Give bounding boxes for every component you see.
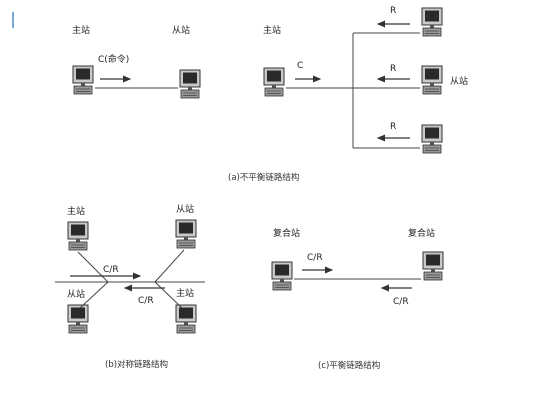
bottom-right-panel: 复合站 复合站 C/R C/R: [271, 227, 444, 307]
computer-icon-top-right: [175, 219, 197, 249]
slave-station-label: 从站: [172, 24, 190, 36]
slave-computer-icon: [421, 124, 443, 154]
slave-computer-icon: [421, 7, 443, 37]
slave-computer-icon: [179, 69, 201, 99]
lower-cr-label: C/R: [393, 297, 409, 307]
caption-c: (c)平衡链路结构: [318, 360, 380, 371]
response-label-3: R: [390, 122, 396, 132]
computer-icon-bottom-right: [175, 304, 197, 334]
combined-station-label-left: 复合站: [273, 227, 300, 239]
slave-computer-icon: [421, 65, 443, 95]
master-station-label: 主站: [263, 24, 281, 36]
command-label: C(命令): [98, 53, 129, 65]
branch-bottom-right: [154, 281, 183, 309]
bottom-left-panel: 主站 从站 从站 主站 C/R C/R: [55, 203, 205, 334]
command-label: C: [297, 61, 303, 71]
response-label-2: R: [390, 64, 396, 74]
computer-icon-bottom-left: [67, 304, 89, 334]
upper-cr-label: C/R: [307, 253, 323, 263]
top-left-panel: 主站 从站 C(命令): [72, 24, 201, 99]
master-station-label: 主站: [72, 24, 90, 36]
top-right-panel: 主站 C R R R 从站: [263, 6, 468, 154]
master-computer-icon: [72, 65, 94, 95]
branch-top-left: [77, 251, 109, 283]
computer-icon-right: [422, 251, 444, 281]
caption-a: (a)不平衡链路结构: [228, 172, 299, 183]
branch-top-right: [154, 249, 185, 283]
slave-station-label-top: 从站: [176, 203, 194, 215]
master-station-label-top: 主站: [67, 205, 85, 217]
slave-station-label: 从站: [450, 75, 468, 87]
computer-icon-left: [271, 261, 293, 291]
caption-b: (b)对称链路结构: [105, 359, 168, 370]
combined-station-label-right: 复合站: [408, 227, 435, 239]
upper-cr-label: C/R: [103, 265, 119, 275]
computer-icon-top-left: [67, 221, 89, 251]
lower-cr-label: C/R: [138, 296, 154, 306]
response-label-1: R: [390, 6, 396, 16]
branch-bottom-left: [79, 281, 109, 309]
slave-station-label-bottom: 从站: [67, 288, 85, 300]
master-station-label-bottom: 主站: [176, 287, 194, 299]
master-computer-icon: [263, 67, 285, 97]
corner-mark: [12, 12, 14, 28]
